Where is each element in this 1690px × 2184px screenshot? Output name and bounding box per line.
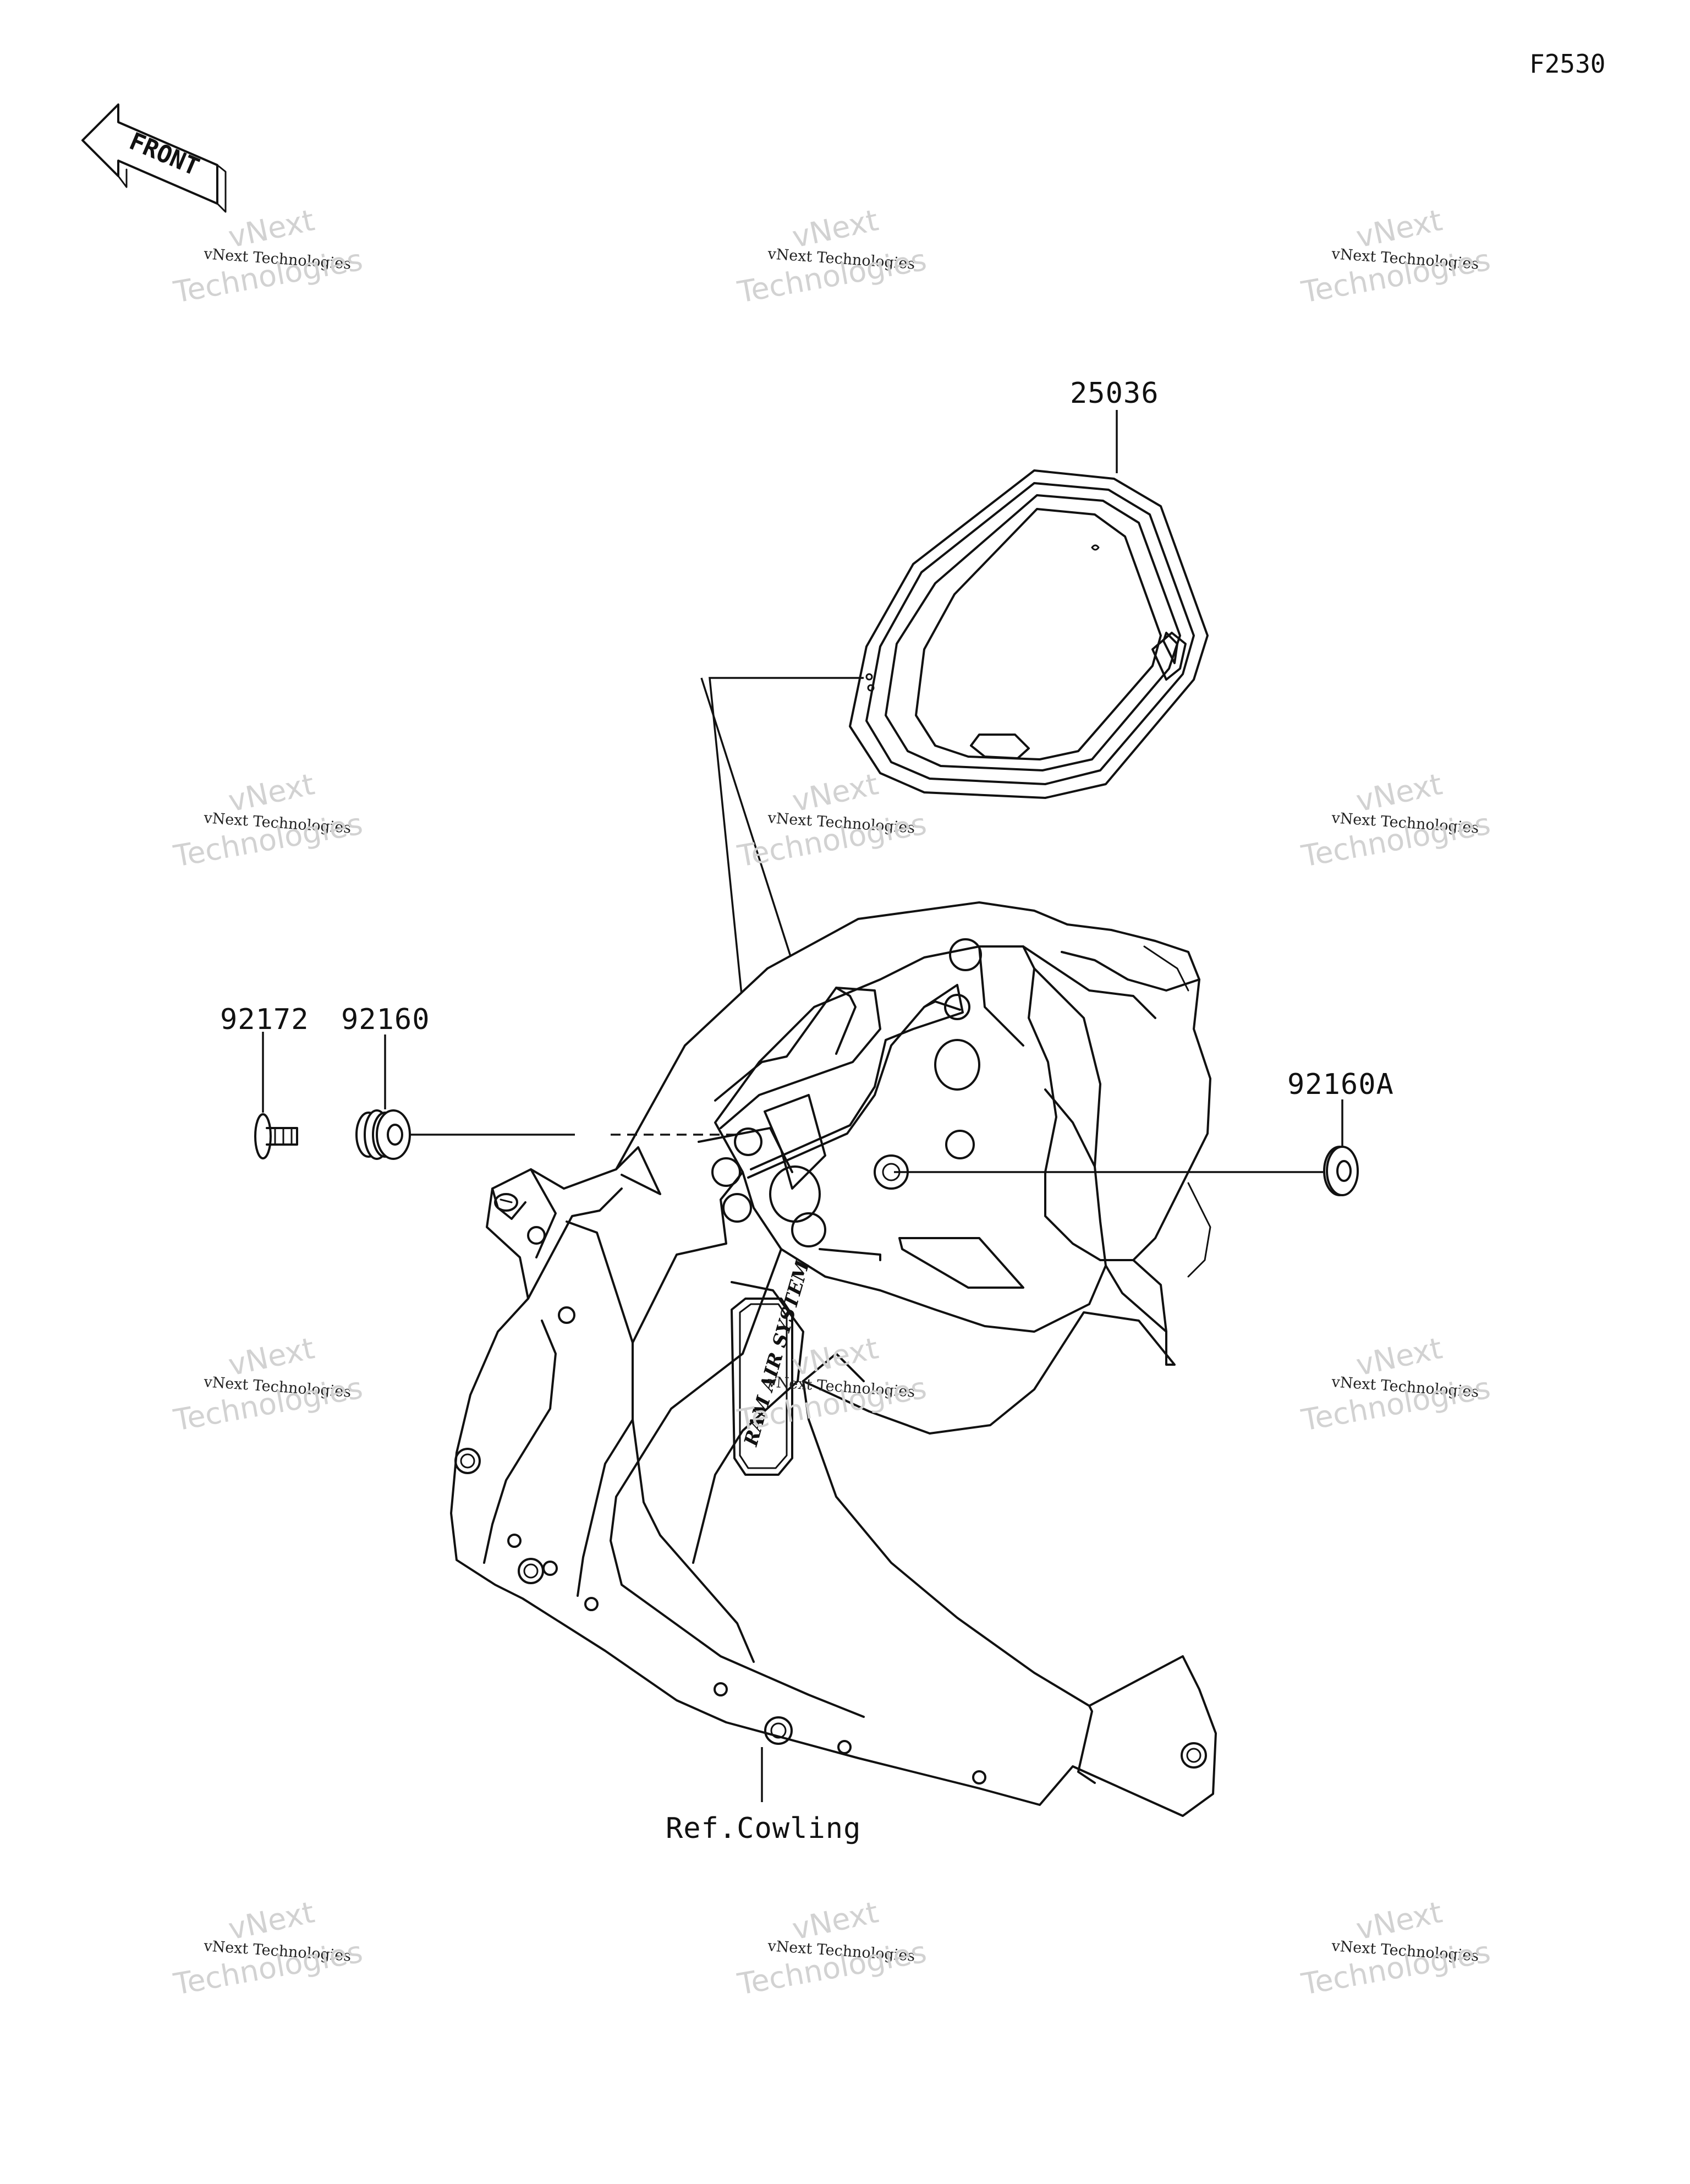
watermark: vNext vNext Technologies Technologies: [734, 202, 929, 310]
svg-text:vNext: vNext: [226, 767, 317, 818]
watermark: vNext vNext Technologies Technologies: [171, 1895, 365, 2002]
upper-cowling: RAM AIR SYSTEM: [450, 901, 1217, 1817]
part-number-92160A: 92160A: [1287, 1068, 1394, 1101]
watermark: vNext vNext Technologies Technologies: [1298, 202, 1493, 310]
watermark: vNext vNext Technologies Technologies: [1298, 1895, 1493, 2002]
grommet-92160: [355, 1109, 411, 1160]
watermark: vNext vNext Technologies Technologies: [1298, 767, 1493, 874]
part-number-92160: 92160: [341, 1003, 430, 1036]
watermark: vNext vNext Technologies Technologies: [734, 1895, 929, 2002]
svg-text:vNext: vNext: [1353, 202, 1445, 254]
watermark: vNext vNext Technologies Technologies: [171, 202, 365, 310]
svg-text:vNext: vNext: [1353, 1895, 1445, 1946]
front-arrow-icon: FRONT: [81, 103, 227, 213]
part-number-92172: 92172: [220, 1003, 309, 1036]
meter-assembly: [849, 469, 1209, 799]
svg-text:vNext: vNext: [1353, 1331, 1445, 1382]
svg-text:vNext: vNext: [789, 767, 881, 818]
screw-92172: [254, 1113, 298, 1159]
figure-code: F2530: [1529, 49, 1605, 79]
part-number-25036: 25036: [1070, 377, 1159, 410]
svg-text:vNext: vNext: [789, 202, 881, 254]
collar-92160A: [1323, 1146, 1359, 1196]
svg-text:vNext: vNext: [226, 202, 317, 254]
svg-text:vNext: vNext: [226, 1895, 317, 1946]
watermark: vNext vNext Technologies Technologies: [171, 767, 365, 874]
watermark: vNext vNext Technologies Technologies: [1298, 1331, 1493, 1438]
svg-text:vNext: vNext: [789, 1895, 881, 1946]
svg-text:vNext: vNext: [1353, 767, 1445, 818]
svg-text:vNext: vNext: [226, 1331, 317, 1382]
reference-cowling-label: Ref.Cowling: [666, 1812, 861, 1845]
watermark: vNext vNext Technologies Technologies: [171, 1331, 365, 1438]
